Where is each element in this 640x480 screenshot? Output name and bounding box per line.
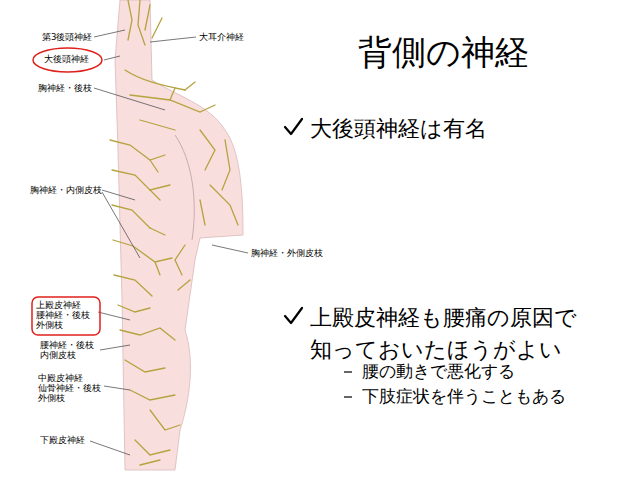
arm-outline: [175, 135, 194, 240]
boxed-label: 上殿皮神経 腰神経・後枝 外側枝: [31, 296, 101, 336]
dash-bullets: [344, 372, 352, 397]
check-marks: [285, 119, 302, 323]
red-outline: [32, 297, 100, 335]
nerve-label: 大後頭神経: [44, 54, 91, 64]
circled-label: 大後頭神経: [32, 47, 103, 73]
nerve-label: 胸神経・内側皮枝: [30, 185, 102, 195]
slide-title: 背側の神経: [358, 32, 529, 73]
nerve-label: 上殿皮神経 腰神経・後枝 外側枝: [36, 300, 94, 331]
nerve-label: 胸神経・外側皮枝: [251, 248, 323, 258]
leader-lines: [90, 30, 248, 455]
nerve-label: 大耳介神経: [199, 32, 244, 42]
sub-bullet-text: 腰の動きで悪化する: [362, 361, 515, 381]
nerve-label: 腰神経・後枝 内側皮枝: [40, 340, 98, 360]
nerve-label: 胸神経・後枝: [38, 83, 92, 93]
body-silhouette: [115, 0, 243, 470]
nerve-label: 第3後頭神経: [42, 32, 92, 42]
nerve-branches: [110, 0, 238, 465]
bullet-text: 上殿皮神経も腰痛の原因で知っておいたほうがよい: [310, 302, 582, 366]
sub-bullet-text: 下肢症状を伴うこともある: [362, 386, 566, 406]
red-outline: [33, 48, 102, 72]
bullet-text: 大後頭神経は有名: [310, 115, 487, 144]
nerve-label: 中殿皮神経 仙骨神経・後枝 外側枝: [38, 373, 102, 404]
nerve-label: 下殿皮神経: [40, 435, 85, 445]
